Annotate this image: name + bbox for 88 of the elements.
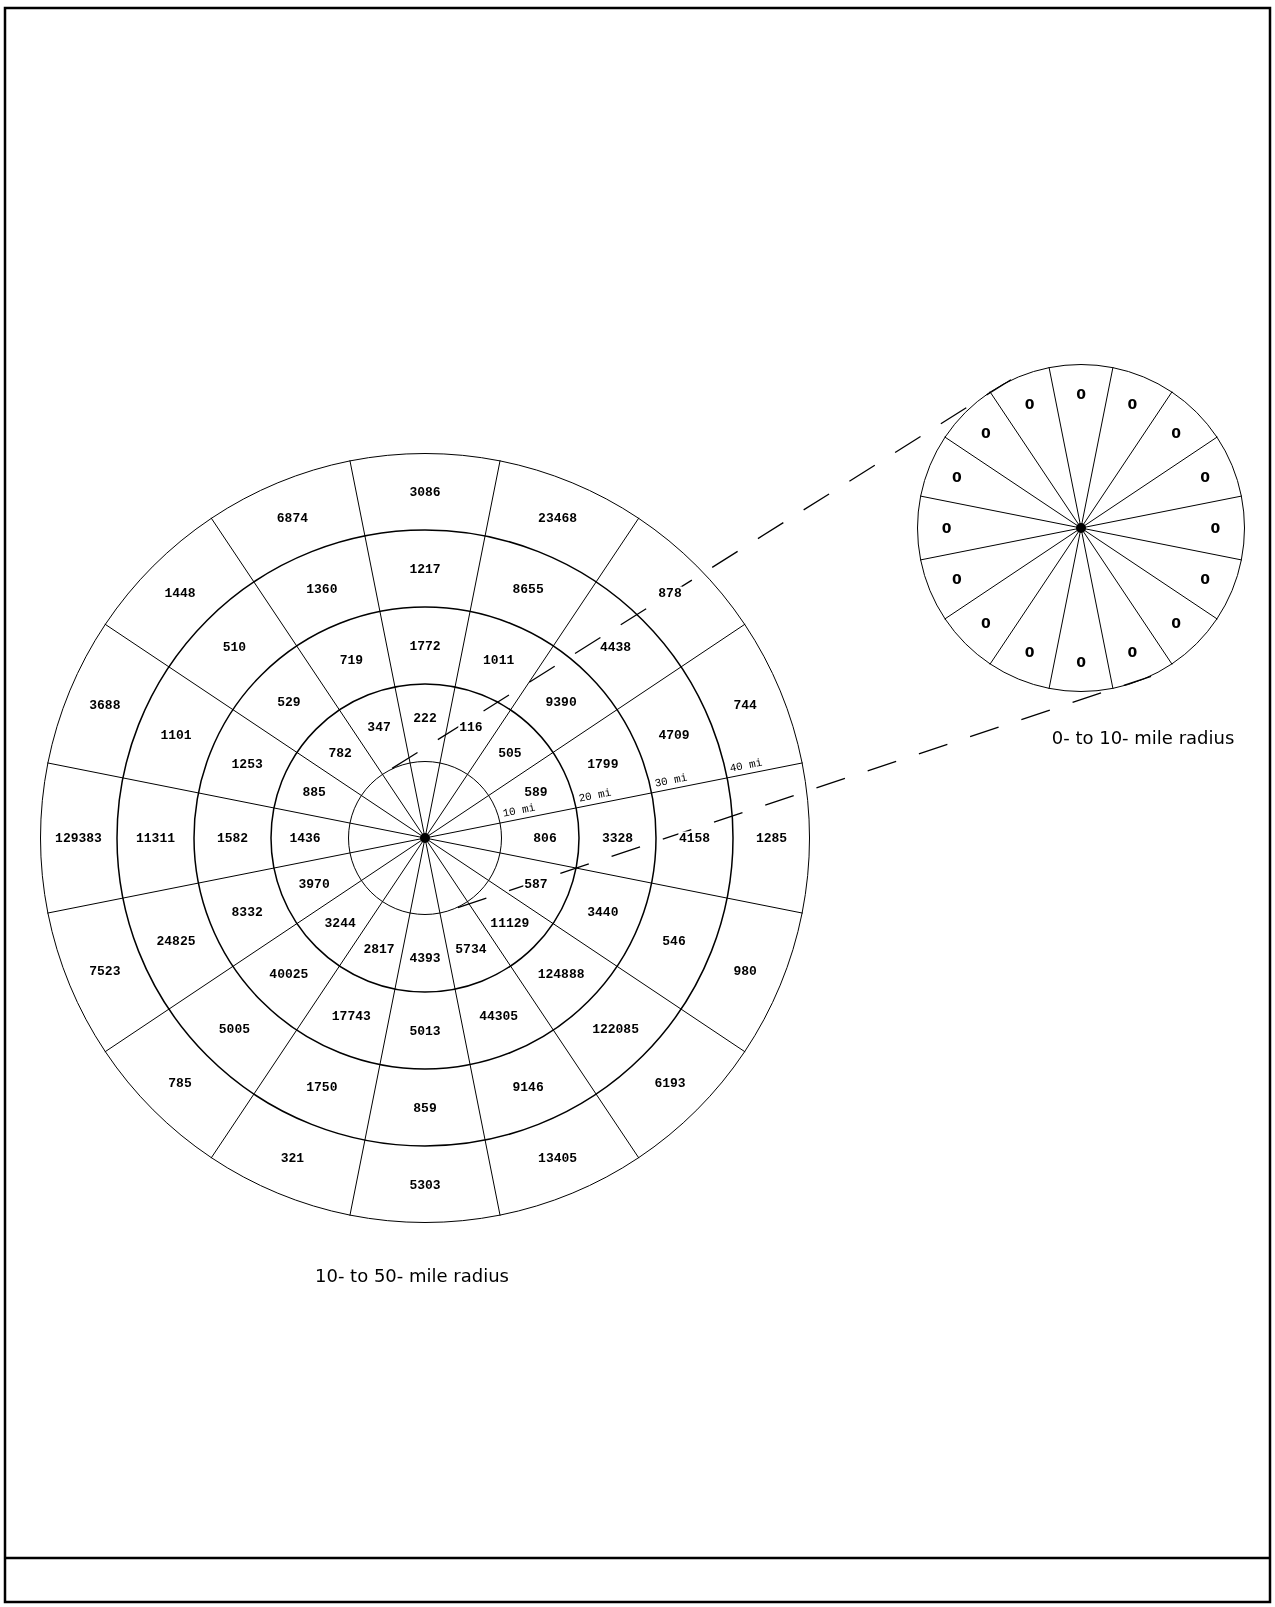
cell-value: 9146 xyxy=(511,1080,545,1094)
cell-value: 0 xyxy=(950,572,963,587)
cell-value: 5005 xyxy=(217,1022,252,1036)
cell-value: 505 xyxy=(497,746,523,760)
cell-value: 3688 xyxy=(88,698,122,712)
cell-value: 0 xyxy=(940,521,953,535)
cell-value: 5734 xyxy=(454,942,488,956)
cell-value: 222 xyxy=(412,711,438,725)
cell-value: 1360 xyxy=(305,582,339,596)
ring-distance-label: 10 mi xyxy=(501,802,538,821)
cell-value: 3440 xyxy=(586,905,620,919)
cell-value: 510 xyxy=(221,640,248,654)
cell-value: 40025 xyxy=(268,967,310,981)
cell-value: 744 xyxy=(732,698,758,712)
cell-value: 980 xyxy=(732,964,758,978)
cell-value: 1285 xyxy=(754,831,789,845)
cell-value: 587 xyxy=(523,877,549,891)
cell-value: 24825 xyxy=(155,934,197,948)
cell-value: 7523 xyxy=(88,964,122,978)
cell-value: 124888 xyxy=(536,967,586,981)
ring-distance-label: 20 mi xyxy=(576,787,614,806)
cell-value: 878 xyxy=(657,586,683,600)
cell-value: 785 xyxy=(167,1076,193,1090)
radius-caption: 10- to 50- mile radius xyxy=(314,1267,510,1285)
cell-value: 1750 xyxy=(305,1080,339,1094)
radius-caption: 0- to 10- mile radius xyxy=(1050,729,1236,747)
cell-value: 9390 xyxy=(544,695,578,709)
cell-value: 13405 xyxy=(537,1151,579,1165)
cell-value: 1448 xyxy=(163,586,197,600)
projection-line xyxy=(391,379,1012,770)
cell-value: 859 xyxy=(412,1101,438,1114)
cell-value: 1253 xyxy=(230,757,264,771)
cell-value: 0 xyxy=(1075,386,1087,401)
cell-value: 1582 xyxy=(215,831,250,845)
cell-value: 321 xyxy=(279,1151,306,1165)
cell-value: 1011 xyxy=(482,653,516,667)
cell-value: 129383 xyxy=(54,831,103,845)
cell-value: 0 xyxy=(950,469,963,484)
cell-value: 806 xyxy=(532,831,558,845)
cell-value: 2817 xyxy=(362,942,396,956)
cell-value: 3970 xyxy=(297,877,331,891)
cell-value: 885 xyxy=(301,785,327,799)
cell-value: 17743 xyxy=(330,1009,372,1023)
cell-value: 3244 xyxy=(323,916,357,930)
cell-value: 11311 xyxy=(135,831,176,845)
cell-value: 5303 xyxy=(408,1178,442,1191)
cell-value: 11129 xyxy=(489,916,531,930)
cell-value: 23468 xyxy=(537,511,579,525)
cell-value: 6874 xyxy=(275,511,309,525)
cell-value: 122085 xyxy=(591,1022,640,1036)
cell-value: 116 xyxy=(458,720,484,734)
cell-value: 782 xyxy=(327,746,353,760)
cell-value: 3086 xyxy=(408,485,442,498)
cell-value: 529 xyxy=(276,695,302,709)
cell-value: 1217 xyxy=(408,562,442,575)
cell-value: 0 xyxy=(1075,655,1087,670)
cell-value: 3328 xyxy=(600,831,635,845)
cell-value: 0 xyxy=(1126,645,1139,660)
ring-distance-label: 30 mi xyxy=(652,772,689,791)
cell-value: 6193 xyxy=(653,1076,687,1090)
cell-value: 0 xyxy=(1170,425,1182,440)
cell-value: 719 xyxy=(338,653,365,667)
cell-value: 4709 xyxy=(657,728,691,742)
projection-line xyxy=(457,675,1152,909)
cell-value: 0 xyxy=(1209,521,1222,535)
cell-value: 0 xyxy=(1170,616,1182,631)
cell-value: 546 xyxy=(661,934,687,948)
cell-value: 0 xyxy=(980,425,992,440)
cell-value: 0 xyxy=(1199,572,1212,587)
cell-value: 5013 xyxy=(408,1024,442,1037)
cell-value: 1101 xyxy=(159,728,193,742)
cell-value: 589 xyxy=(523,785,549,799)
cell-value: 0 xyxy=(1023,645,1036,660)
cell-value: 0 xyxy=(1023,396,1036,411)
cell-value: 4438 xyxy=(598,640,633,654)
ring-distance-label: 40 mi xyxy=(727,757,765,776)
cell-value: 44305 xyxy=(478,1009,520,1023)
cell-value: 0 xyxy=(980,616,992,631)
cell-value: 4393 xyxy=(408,951,442,965)
cell-value: 8332 xyxy=(230,905,264,919)
cell-value: 0 xyxy=(1199,469,1212,484)
cell-value: 1436 xyxy=(288,831,322,845)
cell-value: 347 xyxy=(366,720,392,734)
cell-value: 1799 xyxy=(586,757,620,771)
cell-value: 4158 xyxy=(677,831,712,845)
cell-value: 8655 xyxy=(511,582,545,596)
cell-value: 1772 xyxy=(408,639,442,652)
cell-value: 0 xyxy=(1126,396,1139,411)
